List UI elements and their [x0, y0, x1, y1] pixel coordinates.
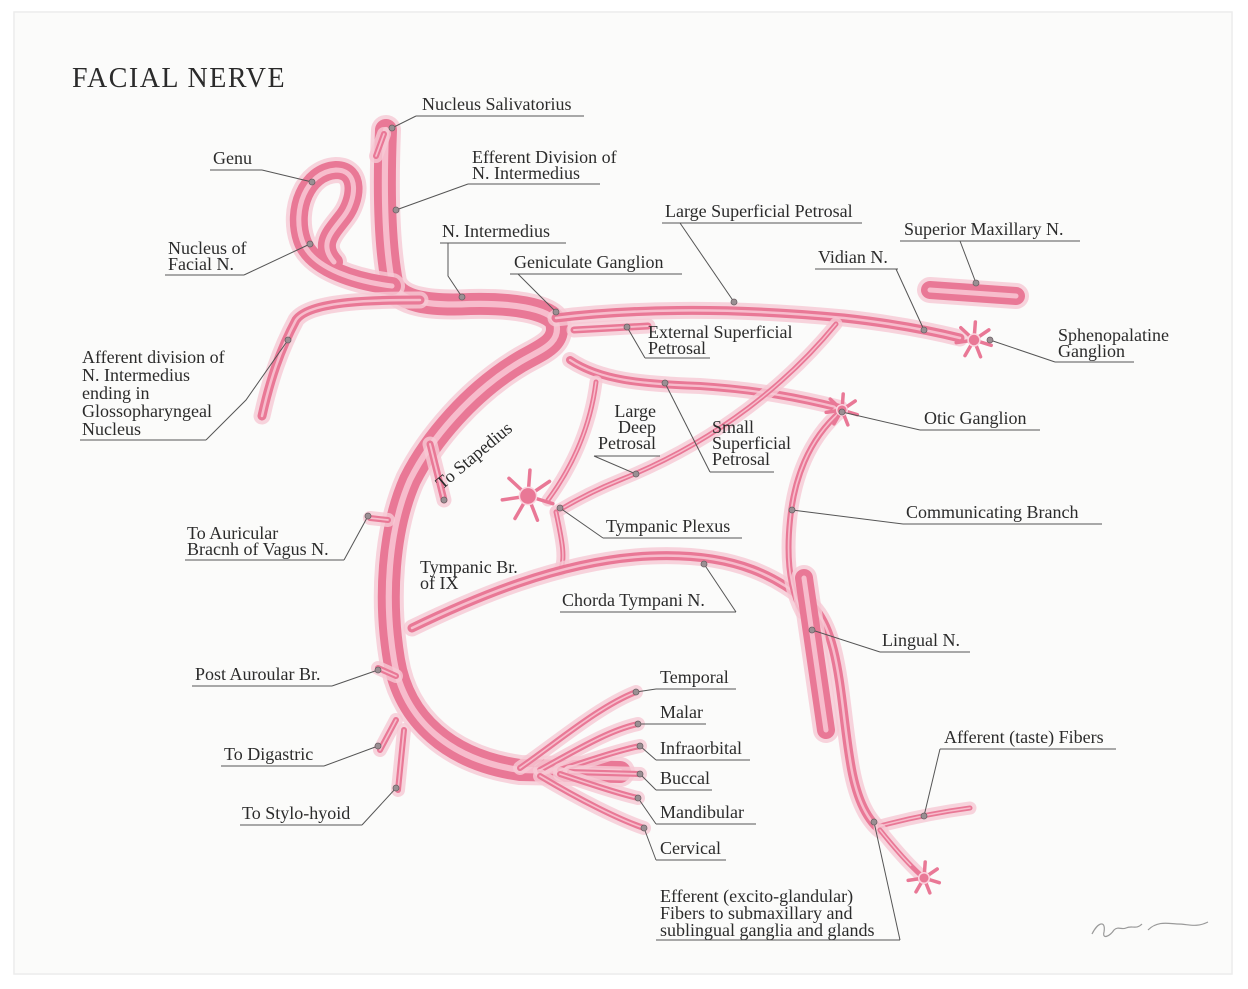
frame — [14, 12, 1232, 974]
svg-text:Efferent (excito-glandular)Fib: Efferent (excito-glandular)Fibers to sub… — [660, 886, 874, 940]
svg-text:Superior Maxillary N.: Superior Maxillary N. — [904, 219, 1063, 239]
diagram-title: FACIAL NERVE — [72, 63, 286, 94]
svg-text:Post Auroular Br.: Post Auroular Br. — [195, 664, 321, 684]
svg-text:Malar: Malar — [660, 702, 703, 722]
svg-text:Otic Ganglion: Otic Ganglion — [924, 408, 1026, 428]
svg-text:Lingual N.: Lingual N. — [882, 630, 960, 650]
nerve-stylo-hyoid-br — [398, 730, 404, 790]
svg-text:To Digastric: To Digastric — [224, 744, 313, 764]
svg-text:Communicating Branch: Communicating Branch — [906, 502, 1078, 522]
svg-text:To Stylo-hyoid: To Stylo-hyoid — [242, 803, 350, 823]
svg-text:Vidian N.: Vidian N. — [818, 247, 888, 267]
nerve-nucleus-sal-fork — [376, 134, 384, 156]
svg-text:N. Intermedius: N. Intermedius — [442, 221, 550, 241]
nerve-superior-maxillary — [930, 290, 1016, 296]
svg-text:Buccal: Buccal — [660, 768, 710, 788]
svg-text:Geniculate Ganglion: Geniculate Ganglion — [514, 252, 663, 272]
svg-text:Infraorbital: Infraorbital — [660, 738, 742, 758]
nerve-auricular-vagus-br — [370, 518, 388, 520]
svg-text:Large Superficial Petrosal: Large Superficial Petrosal — [665, 201, 853, 221]
svg-text:Tympanic Plexus: Tympanic Plexus — [606, 516, 730, 536]
svg-text:Temporal: Temporal — [660, 667, 729, 687]
svg-text:Chorda Tympani N.: Chorda Tympani N. — [562, 590, 705, 610]
svg-text:Nucleus Salivatorius: Nucleus Salivatorius — [422, 94, 571, 114]
svg-text:Genu: Genu — [213, 148, 252, 168]
svg-text:Afferent (taste) Fibers: Afferent (taste) Fibers — [944, 727, 1104, 748]
nerve-external-superficial-petrosal — [574, 326, 648, 330]
svg-text:Cervical: Cervical — [660, 838, 721, 858]
svg-text:Mandibular: Mandibular — [660, 802, 744, 822]
